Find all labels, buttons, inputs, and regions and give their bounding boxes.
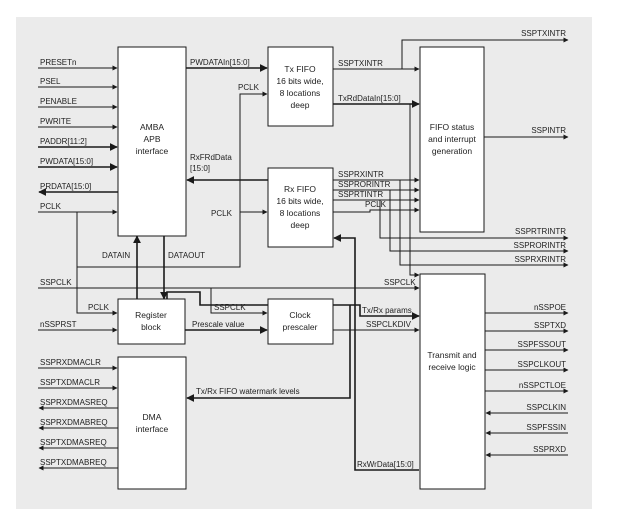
rxwrdata-wire — [333, 234, 419, 471]
ssptxintr-out-label: SSPTXINTR — [521, 29, 566, 38]
sspclkdiv-label: SSPCLKDIV — [366, 320, 412, 329]
clock-label-1: Clock — [289, 310, 311, 320]
dma-label-2: interface — [136, 424, 169, 434]
nssprst-label: nSSPRST — [40, 320, 77, 329]
nsspctloe-label: nSSPCTLOE — [519, 381, 566, 390]
sspclk-to-clock-wire — [210, 288, 268, 316]
paddr-label: PADDR[11:2] — [40, 137, 87, 146]
tx-fifo-label-3: 8 locations — [280, 88, 321, 98]
pclk-to-fifo-status-wire — [333, 207, 420, 213]
dma-label-1: DMA — [143, 412, 162, 422]
ssptxintr-out-wire — [401, 37, 569, 69]
ssprxd-label: SSPRXD — [533, 445, 566, 454]
rx-fifo-label-4: deep — [291, 220, 310, 230]
txrd-to-transmit-wire — [409, 104, 420, 278]
pclk-to-rx-fifo-wire — [77, 209, 268, 268]
fifo-status-label-3: generation — [432, 146, 472, 156]
amba-label-1: AMBA — [140, 122, 164, 132]
pclk-status-label: PCLK — [365, 200, 387, 209]
rxfrdata-label-2: [15:0] — [190, 164, 210, 173]
pclk-label: PCLK — [40, 202, 62, 211]
transmit-receive-block — [419, 273, 486, 490]
ssptxdmabreq-label: SSPTXDMABREQ — [40, 458, 107, 467]
pclk-to-tx-fifo-wire — [239, 91, 268, 212]
txrddatain-label: TxRdDataIn[15:0] — [338, 94, 401, 103]
ssprxrintr-out-label: SSPRXRINTR — [514, 255, 566, 264]
transmit-label-1: Transmit and — [427, 350, 477, 360]
prescale-label: Prescale value — [192, 320, 245, 329]
dma-interface-block — [117, 356, 187, 490]
tx-fifo-label-1: Tx FIFO — [284, 64, 316, 74]
ssprxdmasreq-label: SSPRXDMASREQ — [40, 398, 108, 407]
sspintr-out-label: SSPINTR — [531, 126, 566, 135]
ssptxdmaclr-label: SSPTXDMACLR — [40, 378, 100, 387]
nsspoe-label: nSSPOE — [534, 303, 566, 312]
ssprorintr-int-label: SSPRORINTR — [338, 180, 391, 189]
pclk-register-label: PCLK — [88, 303, 110, 312]
rx-fifo-label-2: 16 bits wide, — [276, 196, 323, 206]
sspfssin-label: SSPFSSIN — [526, 423, 566, 432]
pclk-tx-label: PCLK — [238, 83, 260, 92]
watermark-wire — [186, 305, 351, 402]
sspclk-transmit-label: SSPCLK — [384, 278, 416, 287]
rx-fifo-label-1: Rx FIFO — [284, 184, 316, 194]
sspclkout-label: SSPCLKOUT — [518, 360, 567, 369]
txrx-params-wire — [166, 291, 420, 320]
register-label-2: block — [141, 322, 162, 332]
amba-apb-block — [117, 46, 187, 237]
fifo-status-block — [419, 46, 485, 233]
wires — [38, 37, 569, 471]
rx-fifo-label-3: 8 locations — [280, 208, 321, 218]
prdata-label: PRDATA[15:0] — [40, 182, 91, 191]
dataout-label: DATAOUT — [168, 251, 205, 260]
ssptxd-label: SSPTXD — [534, 321, 566, 330]
sspclk-label: SSPCLK — [40, 278, 72, 287]
register-block — [117, 298, 186, 345]
ssprtrintr-out-wire — [379, 200, 569, 241]
sspfssout-label: SSPFSSOUT — [518, 340, 567, 349]
ssprorintr-out-wire — [389, 190, 569, 254]
fifo-status-label-2: and interrupt — [428, 134, 476, 144]
ssprxdmabreq-label: SSPRXDMABREQ — [40, 418, 108, 427]
fifo-status-label-1: FIFO status — [430, 122, 474, 132]
ssprxintr-int-label: SSPRXINTR — [338, 170, 384, 179]
tx-fifo-label-4: deep — [291, 100, 310, 110]
amba-label-2: APB — [143, 134, 160, 144]
sspclkin-label: SSPCLKIN — [526, 403, 566, 412]
register-label-1: Register — [135, 310, 167, 320]
sspclk-clock-label: SSPCLK — [214, 303, 246, 312]
presetn-label: PRESETn — [40, 58, 76, 67]
blocks: AMBA APB interface Tx FIFO 16 bits wide,… — [117, 46, 486, 490]
rxwrdata-label: RxWrData[15:0] — [357, 460, 414, 469]
ssprorintr-out-label: SSPRORINTR — [514, 241, 567, 250]
pclk-rx-label: PCLK — [211, 209, 233, 218]
ssptxintr-int-label: SSPTXINTR — [338, 59, 383, 68]
txrx-params-label: Tx/Rx params — [362, 306, 412, 315]
clock-label-2: prescaler — [283, 322, 318, 332]
signal-labels: PRESETn PSEL PENABLE PWRITE PADDR[11:2] … — [40, 29, 566, 469]
pwrite-label: PWRITE — [40, 117, 71, 126]
tx-fifo-label-2: 16 bits wide, — [276, 76, 323, 86]
ssprxdmaclr-label: SSPRXDMACLR — [40, 358, 101, 367]
ssprtrintr-out-label: SSPRTRINTR — [515, 227, 566, 236]
penable-label: PENABLE — [40, 97, 77, 106]
amba-label-3: interface — [136, 146, 169, 156]
ssptxdmasreq-label: SSPTXDMASREQ — [40, 438, 107, 447]
transmit-label-2: receive logic — [428, 362, 476, 372]
rxfrdata-label-1: RxFRdData — [190, 153, 232, 162]
tx-fifo-block — [267, 46, 334, 127]
watermark-label: Tx/Rx FIFO watermark levels — [196, 387, 300, 396]
clock-prescaler-block — [267, 298, 334, 345]
datain-label: DATAIN — [102, 251, 130, 260]
ssprxrintr-out-wire — [399, 180, 569, 268]
rx-fifo-block — [267, 167, 334, 248]
pwdatain-label: PWDATAIn[15:0] — [190, 58, 250, 67]
ssprtintr-int-label: SSPRTINTR — [338, 190, 383, 199]
psel-label: PSEL — [40, 77, 61, 86]
pclk-to-register-wire — [76, 212, 118, 316]
pwdata-label: PWDATA[15:0] — [40, 157, 93, 166]
